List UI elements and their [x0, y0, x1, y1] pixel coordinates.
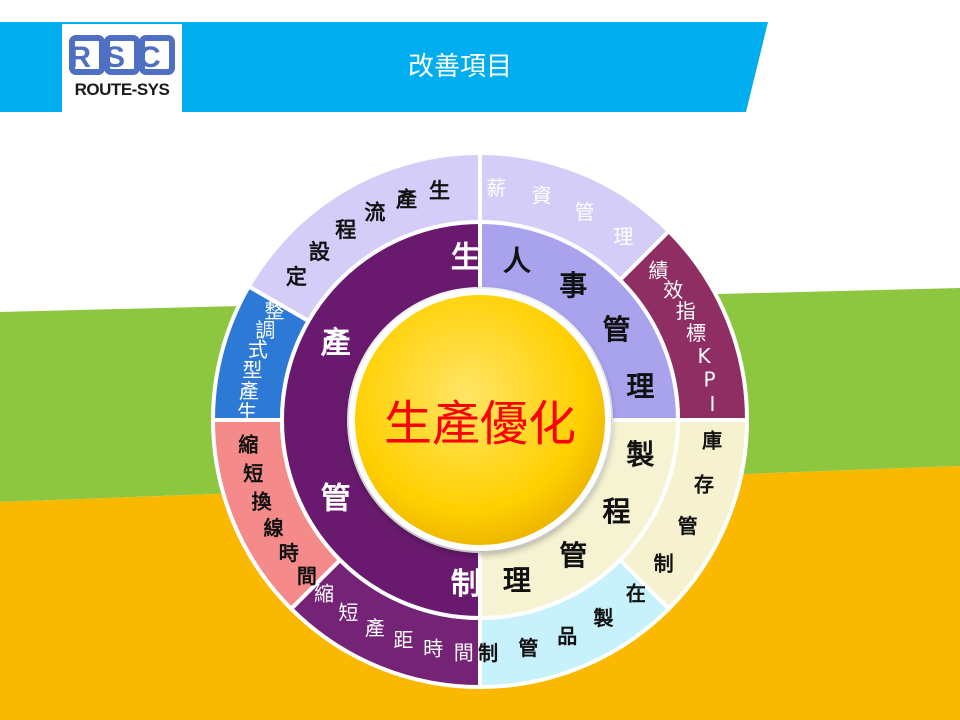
label-changeover-char: 縮: [238, 433, 258, 457]
label-hr-char: 人: [503, 244, 531, 277]
page-title: 改善項目: [407, 52, 512, 82]
label-changeover-char: 線: [264, 516, 284, 540]
label-kpi-char: K: [697, 344, 711, 368]
label-kpi-char: 標: [686, 321, 706, 345]
label-changeover-char: 間: [297, 564, 317, 588]
label-salary-char: 管: [575, 200, 595, 224]
label-inventory-char: 制: [654, 552, 674, 576]
label-production-control-char: 生: [451, 240, 481, 275]
label-model-char: 產: [239, 379, 259, 403]
label-process-char: 理: [503, 564, 531, 597]
label-flow-char: 生: [429, 179, 450, 203]
label-cycle-char: 時: [423, 636, 443, 660]
label-hr-char: 管: [602, 313, 630, 346]
header-band: [0, 22, 768, 112]
logo-mark-text: RSC: [69, 41, 174, 74]
label-wip-char: 在: [626, 581, 646, 605]
label-model-char: 式: [248, 338, 268, 362]
label-flow-char: 產: [396, 188, 417, 212]
label-inventory-char: 存: [694, 472, 714, 496]
label-process-char: 製: [626, 438, 654, 471]
label-kpi-char: 效: [663, 278, 683, 302]
label-process-char: 程: [602, 495, 630, 528]
label-process-char: 管: [559, 539, 587, 572]
label-kpi-char: 績: [649, 258, 669, 282]
label-model-char: 生: [237, 400, 257, 424]
label-cycle-char: 短: [338, 601, 358, 625]
label-cycle-char: 距: [393, 628, 413, 652]
label-model-char: 整: [264, 299, 284, 323]
label-production-control-char: 管: [321, 482, 351, 517]
label-salary-char: 資: [532, 184, 552, 208]
label-inventory-char: 庫: [702, 429, 722, 453]
label-model-char: 調: [255, 318, 275, 342]
label-production-control-char: 產: [321, 326, 351, 361]
label-salary-char: 薪: [486, 176, 506, 200]
label-changeover-char: 短: [243, 461, 263, 485]
label-kpi-char: P: [703, 368, 715, 392]
label-changeover-char: 時: [279, 541, 299, 565]
label-production-control-char: 制: [451, 567, 481, 602]
ring-labels: 生產管制人事管理製程管理生產流程設定薪資管理績效指標KPI庫存管制在製品管制縮短…: [237, 176, 722, 665]
label-kpi-char: I: [709, 392, 715, 416]
label-wip-char: 制: [478, 641, 498, 665]
header-bar: [0, 22, 768, 112]
label-cycle-char: 縮: [314, 581, 334, 605]
label-salary-char: 理: [613, 225, 633, 249]
label-inventory-char: 管: [678, 514, 698, 538]
label-flow-char: 流: [364, 201, 385, 225]
label-wip-char: 製: [594, 606, 614, 630]
center-disc: [349, 289, 611, 551]
label-kpi-char: 指: [676, 299, 696, 323]
improvement-wheel: 生產優化 生產管制人事管理製程管理生產流程設定薪資管理績效指標KPI庫存管制在製…: [210, 150, 750, 690]
logo: RSC ROUTE-SYS: [62, 24, 182, 112]
label-flow-char: 程: [335, 218, 356, 242]
label-cycle-char: 產: [365, 616, 385, 640]
center-label: 生產優化: [384, 396, 576, 452]
label-flow-char: 定: [286, 265, 307, 289]
logo-text: ROUTE-SYS: [74, 80, 170, 99]
label-wip-char: 品: [557, 624, 577, 648]
label-wip-char: 管: [518, 636, 538, 660]
label-hr-char: 理: [626, 370, 654, 403]
rsc-logo-mark: RSC: [69, 35, 175, 75]
label-flow-char: 設: [309, 240, 331, 264]
label-changeover-char: 換: [252, 489, 273, 513]
inner-ring: [280, 219, 681, 621]
label-model-char: 型: [242, 358, 262, 382]
label-hr-char: 事: [559, 269, 587, 302]
label-cycle-char: 間: [454, 641, 474, 665]
